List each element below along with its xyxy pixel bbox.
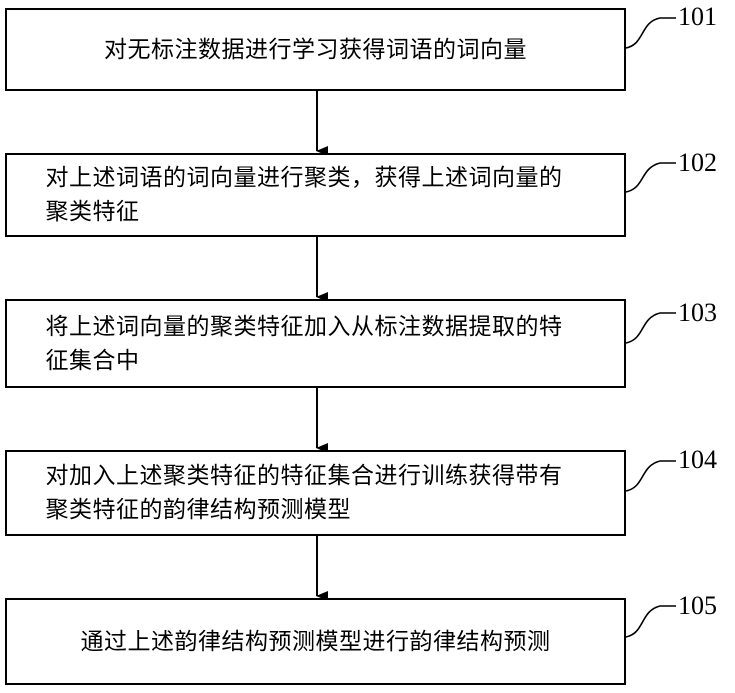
step-number-101: 101	[678, 4, 717, 30]
step-number-103: 103	[678, 300, 717, 326]
step-text-104: 对加入上述聚类特征的特征集合进行训练获得带有聚类特征的韵律结构预测模型	[46, 459, 586, 527]
leader-line-105	[626, 606, 676, 637]
step-box-104: 对加入上述聚类特征的特征集合进行训练获得带有聚类特征的韵律结构预测模型	[5, 450, 626, 536]
step-text-105: 通过上述韵律结构预测模型进行韵律结构预测	[81, 625, 551, 659]
step-box-105: 通过上述韵律结构预测模型进行韵律结构预测	[5, 598, 626, 685]
step-number-104: 104	[678, 447, 717, 473]
step-number-105: 105	[678, 593, 717, 619]
leader-line-101	[626, 18, 676, 48]
step-box-103: 将上述词向量的聚类特征加入从标注数据提取的特征集合中	[5, 299, 626, 388]
step-box-101: 对无标注数据进行学习获得词语的词向量	[5, 8, 626, 91]
leader-line-102	[626, 163, 676, 192]
leader-line-104	[626, 461, 676, 491]
step-number-102: 102	[678, 150, 717, 176]
leader-line-103	[626, 313, 676, 343]
step-text-103: 将上述词向量的聚类特征加入从标注数据提取的特征集合中	[46, 310, 586, 378]
step-box-102: 对上述词语的词向量进行聚类，获得上述词向量的聚类特征	[5, 153, 626, 237]
step-text-102: 对上述词语的词向量进行聚类，获得上述词向量的聚类特征	[46, 161, 586, 229]
step-text-101: 对无标注数据进行学习获得词语的词向量	[104, 33, 527, 67]
